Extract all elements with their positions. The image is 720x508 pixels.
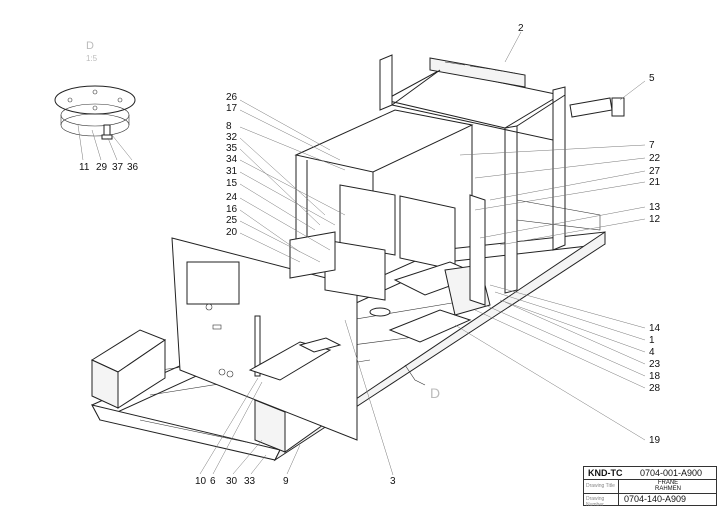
callout-5: 5: [649, 73, 655, 84]
detail-nut: [101, 134, 113, 140]
front-panel-window: [186, 261, 240, 305]
title-block-header: KND-TC 0704-001-A900: [584, 467, 716, 480]
handle-5-end: [611, 97, 625, 117]
left-box-side: [117, 339, 166, 409]
callout-30: 30: [226, 476, 238, 487]
cross-rails: [248, 309, 472, 381]
roof-post-center: [504, 125, 518, 294]
roof-post-left: [379, 54, 393, 111]
project-number: 0704-001-A900: [640, 468, 703, 478]
detail-view-scale: 1:5: [86, 54, 98, 63]
cross-rail-left: [248, 341, 332, 381]
callout-31: 31: [226, 166, 238, 177]
callout-29: 29: [96, 162, 108, 173]
title-block-drawing-number: Drawing Number 0704-140-A909: [584, 494, 716, 508]
cabinet-column: [469, 194, 486, 306]
cabinet-cylinder: [369, 307, 391, 317]
post-10: [254, 315, 261, 377]
roof-frame: [379, 54, 625, 294]
callout-22: 22: [649, 153, 661, 164]
section-marker-d: D: [404, 364, 440, 401]
callout-24: 24: [226, 192, 238, 203]
cabinet-door-right: [399, 195, 456, 271]
detail-view-label: D: [86, 40, 94, 52]
callout-23: 23: [649, 359, 661, 370]
callout-18: 18: [649, 371, 661, 382]
cabinet-door-left: [339, 184, 396, 256]
callout-28: 28: [649, 383, 661, 394]
callout-14: 14: [649, 323, 661, 334]
callout-4: 4: [649, 347, 655, 358]
detail-bolt: [103, 124, 111, 136]
callout-7: 7: [649, 140, 655, 151]
callout-6: 6: [210, 476, 216, 487]
callout-19: 19: [649, 435, 661, 446]
cross-rail-right: [388, 309, 472, 343]
callout-12: 12: [649, 214, 661, 225]
detail-plate-bottom: [60, 113, 130, 137]
project-code: KND-TC: [588, 468, 623, 478]
title-block-divider: [618, 480, 619, 506]
drawing-title-label: Drawing Title: [586, 483, 615, 489]
callout-8: 8: [226, 121, 232, 132]
callout-3: 3: [390, 476, 396, 487]
drawing-title-line2: RAHMEN: [654, 486, 681, 492]
detail-view-d: D 1:5: [54, 40, 136, 140]
callout-36: 36: [127, 162, 139, 173]
left-battery-box: [90, 329, 167, 409]
callout-1: 1: [649, 335, 655, 346]
roof-post-right: [552, 86, 566, 251]
leader-lines: [77, 31, 646, 476]
roof-vent-2: [429, 57, 526, 88]
callout-16: 16: [226, 204, 238, 215]
title-block-drawing-title: Drawing Title FRANE RAHMEN: [584, 480, 716, 494]
upper-cabinet: [289, 109, 491, 317]
handle-bracket-5: [569, 97, 613, 118]
callout-9: 9: [283, 476, 289, 487]
callout-labels: 2 5 26 17 8 32 35 34 31 15 24 16 25 20 7…: [79, 23, 661, 487]
callout-33: 33: [244, 476, 256, 487]
drawing-title-line1: FRANE: [657, 480, 679, 486]
callout-35: 35: [226, 143, 238, 154]
drawing-number: 0704-140-A909: [624, 494, 687, 504]
drawing-number-label: Drawing Number: [586, 496, 605, 508]
cabinet-lower-door: [324, 239, 386, 301]
section-marker-label: D: [430, 385, 440, 401]
callout-2: 2: [518, 23, 524, 34]
callout-25: 25: [226, 215, 238, 226]
callout-21: 21: [649, 177, 661, 188]
callout-32: 32: [226, 132, 238, 143]
callout-20: 20: [226, 227, 238, 238]
callout-11: 11: [79, 162, 90, 173]
callout-17: 17: [226, 103, 238, 114]
callout-34: 34: [226, 154, 238, 165]
title-block: KND-TC 0704-001-A900 Drawing Title FRANE…: [583, 466, 717, 508]
cabinet-top: [294, 109, 474, 173]
callout-27: 27: [649, 166, 661, 177]
callout-37: 37: [112, 162, 124, 173]
callout-13: 13: [649, 202, 661, 213]
callout-26: 26: [226, 92, 238, 103]
callout-15: 15: [226, 178, 238, 189]
callout-10: 10: [195, 476, 207, 487]
cabinet-side-panel: [289, 231, 336, 279]
